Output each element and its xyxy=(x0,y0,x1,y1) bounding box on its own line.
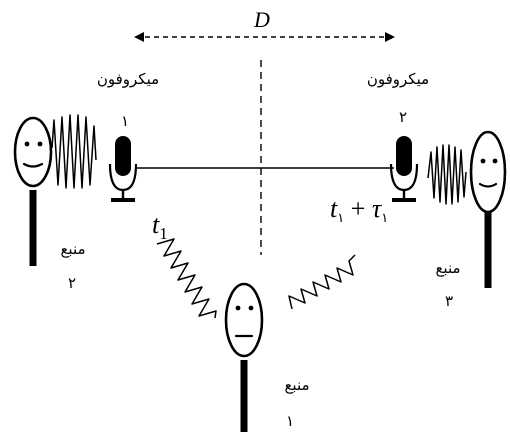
source-2-sound-wave xyxy=(51,114,97,189)
source-3-face-features-icon xyxy=(478,158,498,188)
source-1: منبع ۱ xyxy=(224,282,310,432)
microphone-1-icon xyxy=(108,134,138,204)
source-3-number: ۳ xyxy=(445,292,453,310)
source-3-label: منبع xyxy=(435,259,460,277)
microphone-2-number: ۲ xyxy=(399,108,407,126)
source-2-number: ۲ xyxy=(68,274,76,292)
microphone-1: میکروفون ۱ xyxy=(97,70,159,204)
source-3-face xyxy=(469,130,507,214)
source-2-label: منبع xyxy=(60,240,85,258)
source-2-face-features-icon xyxy=(22,141,44,168)
source-2: منبع ۲ xyxy=(13,114,97,292)
wave-to-microphone-1 xyxy=(156,238,217,319)
microphone-2-label: میکروفون xyxy=(367,70,429,88)
microphone-2-icon xyxy=(389,134,419,204)
source-1-number: ۱ xyxy=(286,412,294,430)
microphone-1-label: میکروفون xyxy=(97,70,159,88)
time-label-t1-plus-tau1: t۱ + τ۱ xyxy=(330,194,388,225)
source-2-face xyxy=(13,116,53,188)
time-label-t1: t1 xyxy=(152,210,168,243)
source-1-label: منبع xyxy=(284,376,309,394)
distance-indicator: D xyxy=(134,7,395,42)
source-3: منبع ۳ xyxy=(427,130,507,310)
source-3-sound-wave xyxy=(427,144,467,205)
distance-label: D xyxy=(253,7,270,32)
wave-to-microphone-2 xyxy=(288,254,356,310)
source-1-face-features-icon xyxy=(234,305,254,338)
microphone-1-number: ۱ xyxy=(121,112,129,130)
source-1-face xyxy=(224,282,264,358)
microphone-2: میکروفون ۲ xyxy=(367,70,429,204)
